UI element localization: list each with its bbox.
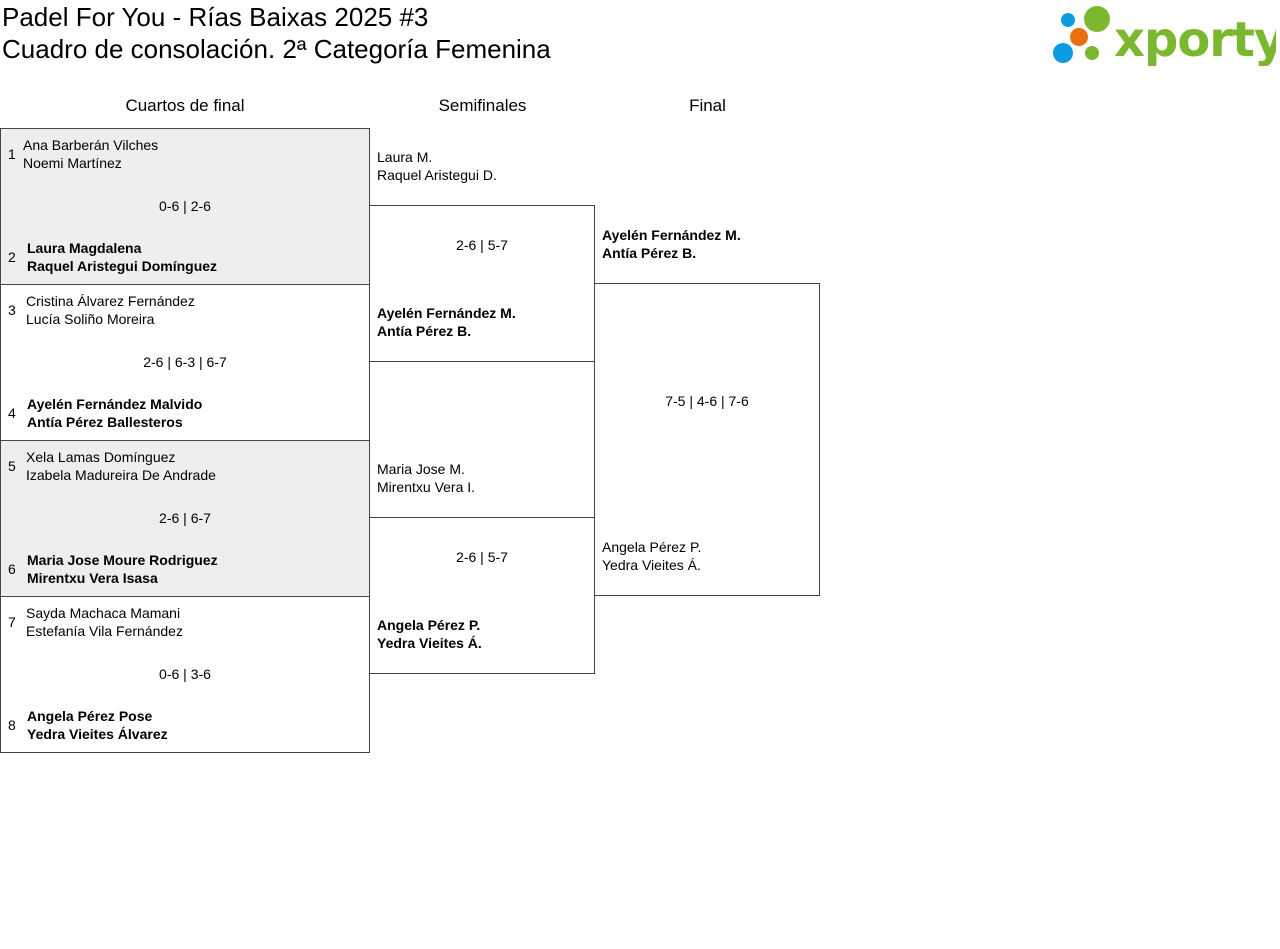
sf1-top-team: Laura M.Raquel Aristegui D. <box>377 149 497 183</box>
final-top-team: Ayelén Fernández M.Antía Pérez B. <box>602 227 741 261</box>
seed-number: 6 <box>8 561 16 577</box>
qf-score: 0-6 | 2-6 <box>159 198 211 214</box>
round-header-final: Final <box>689 96 726 115</box>
final-match[interactable]: 7-5 | 4-6 | 7-6 Angela Pérez P.Yedra Vie… <box>594 283 820 596</box>
seed-number: 3 <box>8 302 16 318</box>
seed-number: 2 <box>8 249 16 265</box>
seed-number: 7 <box>8 614 16 630</box>
tournament-title: Padel For You - Rías Baixas 2025 #3 <box>2 2 429 32</box>
final-score: 7-5 | 4-6 | 7-6 <box>665 393 749 409</box>
sf1-score: 2-6 | 5-7 <box>456 237 508 253</box>
qf-score: 2-6 | 6-7 <box>159 510 211 526</box>
seed-number: 4 <box>8 405 16 421</box>
sf1-match[interactable]: 2-6 | 5-7 Ayelén Fernández M.Antía Pérez… <box>369 205 595 362</box>
qf-score: 2-6 | 6-3 | 6-7 <box>143 354 227 370</box>
seed-number: 8 <box>8 717 16 733</box>
sf2-bottom-team: Angela Pérez P.Yedra Vieites Á. <box>377 617 482 651</box>
seed-number: 5 <box>8 458 16 474</box>
svg-text:xporty: xporty <box>1114 12 1276 66</box>
seed-number: 1 <box>8 146 16 162</box>
sf2-match[interactable]: 2-6 | 5-7 Angela Pérez P.Yedra Vieites Á… <box>369 517 595 674</box>
xporty-logo[interactable]: xporty <box>1050 4 1276 66</box>
sf2-top-team: Maria Jose M.Mirentxu Vera I. <box>377 461 476 495</box>
qf-score: 0-6 | 3-6 <box>159 666 211 682</box>
sf2-score: 2-6 | 5-7 <box>456 549 508 565</box>
sf1-bottom-team: Ayelén Fernández M.Antía Pérez B. <box>377 305 516 339</box>
round-header-quarterfinals: Cuartos de final <box>125 96 245 115</box>
draw-subtitle: Cuadro de consolación. 2ª Categoría Feme… <box>2 34 551 64</box>
final-bottom-team: Angela Pérez P.Yedra Vieites Á. <box>602 539 702 573</box>
round-header-semifinals: Semifinales <box>438 96 527 115</box>
